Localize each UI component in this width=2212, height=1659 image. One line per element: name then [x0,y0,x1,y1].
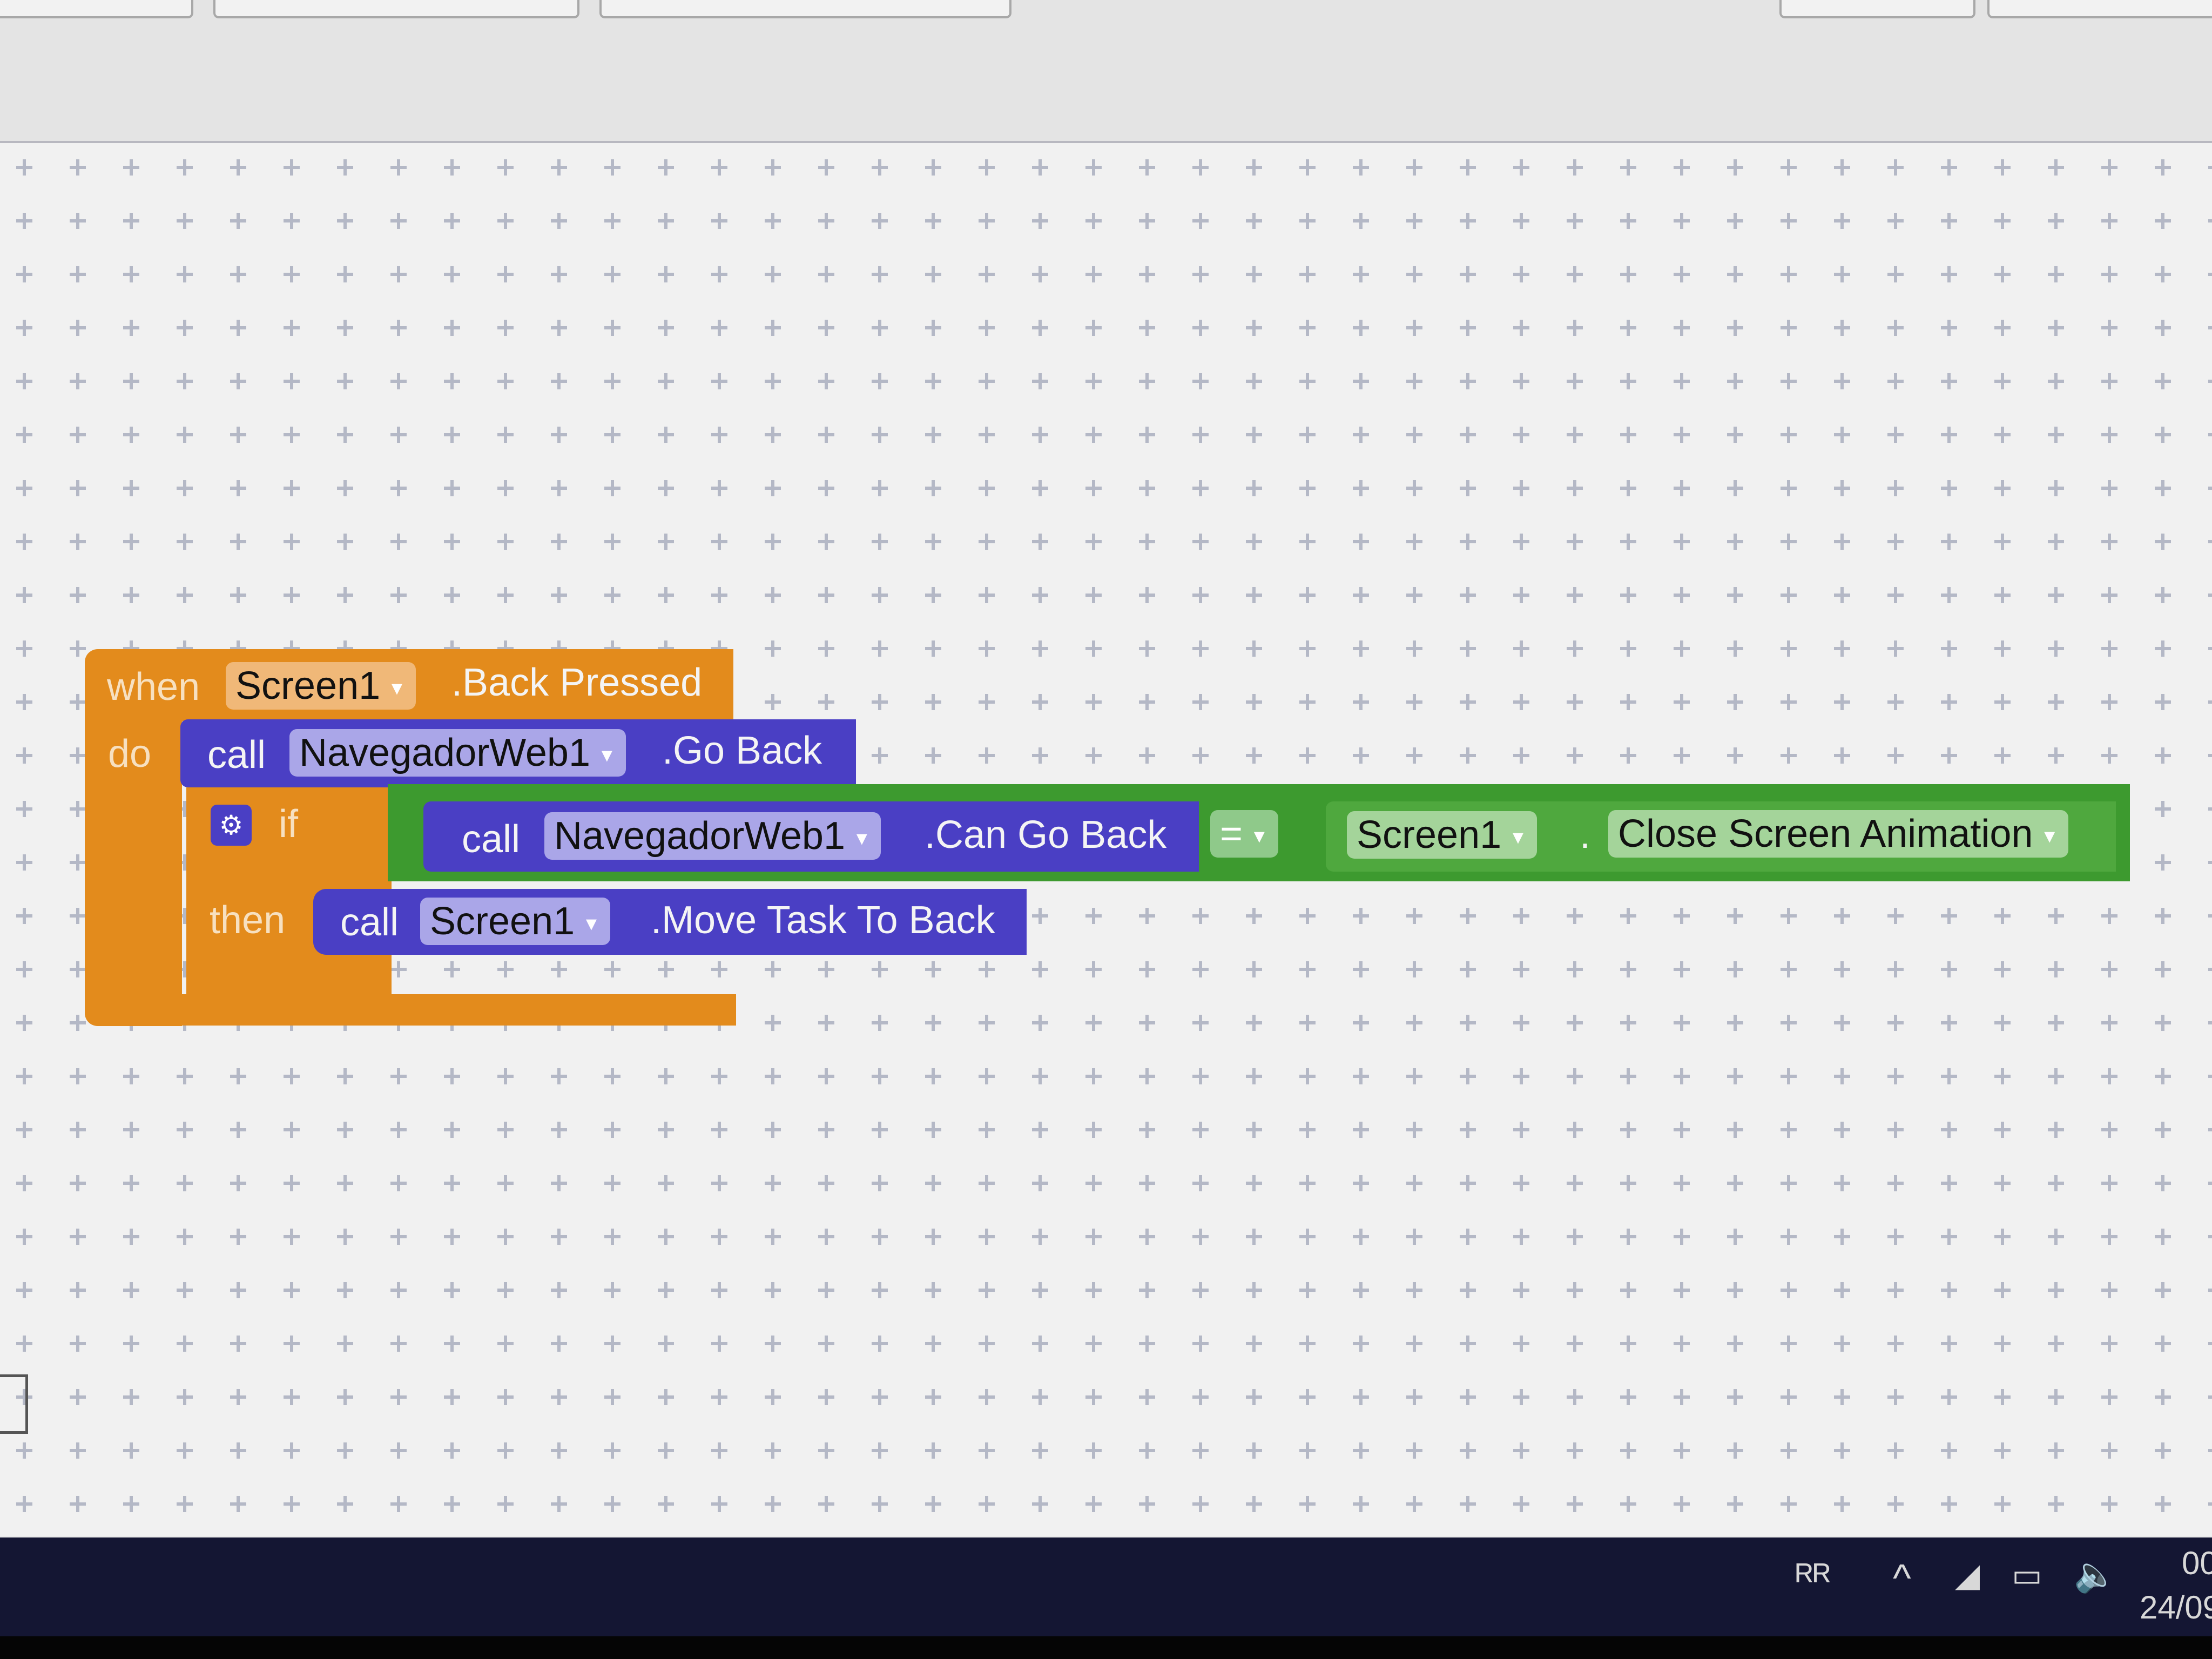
property-dropdown[interactable]: Close Screen Animation ▼ [1608,810,2069,858]
chevron-up-icon[interactable]: ^ [1893,1557,1911,1600]
dropdown-value: Screen1 [430,900,575,943]
dropdown-arrow-icon: ▼ [1509,827,1527,848]
component-dropdown[interactable]: NavegadorWeb1 ▼ [289,729,626,777]
call-label: call [207,733,266,777]
dropdown-value: NavegadorWeb1 [554,814,846,858]
method-name: .Can Go Back [925,813,1167,857]
dropdown-value: NavegadorWeb1 [299,731,591,774]
wifi-icon[interactable]: ◢ [1955,1557,1980,1593]
volume-icon[interactable]: 🔈 [2074,1555,2117,1594]
when-label: when [107,665,200,709]
top-toolbar [0,0,2212,143]
dropdown-arrow-icon: ▼ [853,828,871,849]
component-dropdown[interactable]: Screen1 ▼ [226,662,416,710]
operator-dropdown[interactable]: =▼ [1210,810,1278,858]
if-label: if [279,802,298,846]
clock-time[interactable]: 00 [2182,1545,2212,1581]
dropdown-arrow-icon: ▼ [388,678,406,699]
toolbar-button[interactable] [0,0,193,18]
dropdown-arrow-icon: ▼ [598,745,616,766]
toolbar-button[interactable] [1779,0,1975,18]
property-dot: . [1580,813,1591,857]
method-name: .Go Back [662,729,822,772]
event-block-body [85,718,182,1026]
then-label: then [210,899,286,942]
battery-icon[interactable]: ▭ [2012,1557,2042,1593]
clock-date[interactable]: 24/09 [2140,1589,2212,1626]
dropdown-arrow-icon: ▼ [1250,826,1269,847]
toolbar-button[interactable] [213,0,579,18]
call-label: call [340,901,399,944]
component-dropdown[interactable]: NavegadorWeb1 ▼ [544,812,881,860]
screen-bezel [0,1636,2212,1659]
method-name: .Move Task To Back [651,899,995,942]
dropdown-value: Screen1 [1357,813,1502,857]
toolbar-button[interactable] [1987,0,2212,18]
toolbar-button[interactable] [599,0,1011,18]
mutator-gear-icon[interactable]: ⚙ [211,805,252,846]
people-icon[interactable]: ᴿᴿ [1796,1557,1831,1600]
event-name: .Back Pressed [451,661,703,704]
do-label: do [108,732,152,775]
component-dropdown[interactable]: Screen1 ▼ [1347,811,1537,859]
dropdown-value: Screen1 [235,664,381,707]
dropdown-value: Close Screen Animation [1618,812,2033,855]
dropdown-value: = [1220,812,1243,855]
call-label: call [462,818,521,861]
dropdown-arrow-icon: ▼ [582,913,601,934]
workspace-trash-or-scroll-control[interactable] [0,1374,28,1434]
dropdown-arrow-icon: ▼ [2040,826,2059,847]
taskbar: ᴿᴿ ^ ◢ ▭ 🔈 00 24/09 [0,1537,2212,1636]
component-dropdown[interactable]: Screen1 ▼ [420,898,610,945]
event-block-footer [85,994,736,1026]
